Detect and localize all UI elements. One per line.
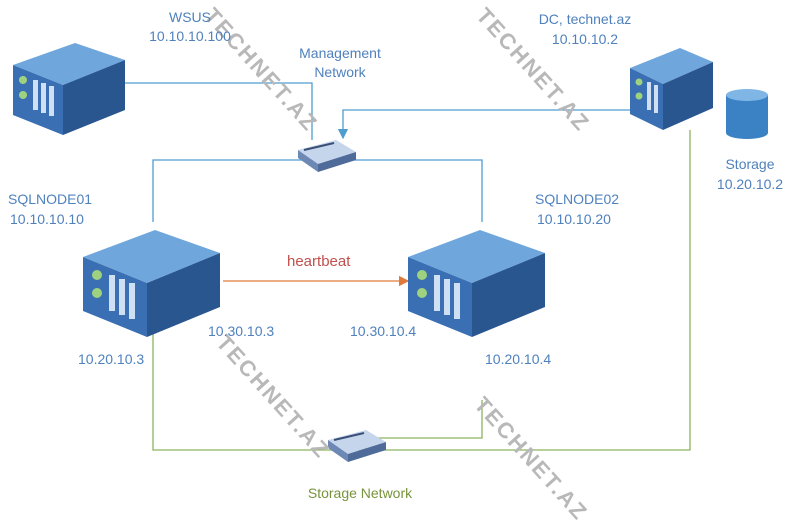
- storage-link-san: [356, 130, 691, 456]
- dc-ip: 10.10.10.2: [551, 31, 619, 47]
- sqlnode02-heartbeat-ip: 10.30.10.4: [350, 323, 417, 339]
- dc-server-icon: [630, 48, 713, 130]
- sqlnode01-heartbeat-ip: 10.30.10.3: [208, 323, 275, 339]
- storage-ip: 10.20.10.2: [716, 176, 784, 192]
- sqlnode01-server-icon: [83, 230, 220, 337]
- management-network-label-1: Management: [299, 45, 381, 61]
- sqlnode02-storage-ip: 10.20.10.4: [485, 351, 552, 367]
- dc-name: DC, technet.az: [538, 11, 632, 27]
- mgmt-link-sqlnode02: [350, 159, 483, 222]
- storage-network-label: Storage Network: [307, 485, 413, 501]
- mgmt-link-wsus: [125, 82, 313, 140]
- sqlnode01-ip: 10.10.10.10: [10, 211, 84, 227]
- storage-disk-icon: [726, 89, 768, 139]
- sqlnode01-name: SQLNODE01: [8, 191, 93, 207]
- mgmt-link-sqlnode01: [152, 159, 320, 222]
- management-network-label-2: Network: [314, 64, 366, 80]
- management-switch-icon: [298, 140, 356, 172]
- wsus-server-icon: [13, 43, 125, 135]
- storage-link-sqlnode02: [354, 400, 483, 444]
- storage-switch-icon: [328, 430, 386, 462]
- network-diagram: TECHNET.AZ TECHNET.AZ TECHNET.AZ TECHNET…: [8, 3, 784, 525]
- mgmt-link-dc: [337, 109, 660, 140]
- connections: [125, 82, 691, 456]
- sqlnode01-storage-ip: 10.20.10.3: [78, 351, 145, 367]
- sqlnode02-name: SQLNODE02: [535, 191, 620, 207]
- storage-name: Storage: [725, 156, 775, 172]
- sqlnode02-server-icon: [408, 230, 545, 337]
- storage-link-sqlnode01: [152, 325, 335, 451]
- heartbeat-label: heartbeat: [287, 253, 351, 270]
- wsus-name: WSUS: [169, 9, 211, 25]
- sqlnode02-ip: 10.10.10.20: [537, 211, 611, 227]
- wsus-ip: 10.10.10.100: [149, 28, 231, 44]
